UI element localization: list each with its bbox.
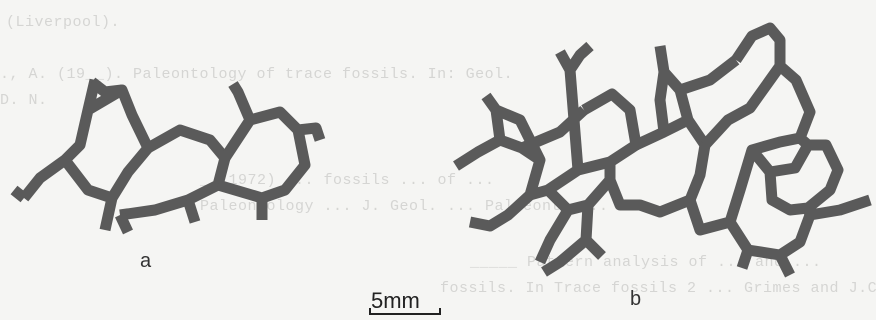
specimen-a-burrow-right-loop bbox=[216, 81, 326, 220]
specimen-a-burrow-left-loop bbox=[19, 78, 154, 232]
specimen-a-burrow-bottom bbox=[10, 185, 201, 235]
specimen-b-burrow-right-loops bbox=[684, 22, 844, 236]
scale-bar-label: 5mm bbox=[371, 288, 420, 313]
faded-text-line-3: D. N. bbox=[0, 92, 48, 109]
specimen-b-network bbox=[453, 22, 872, 278]
specimen-b-burrow-bottom bbox=[582, 194, 872, 278]
specimen-b-burrow-center-right bbox=[604, 45, 740, 218]
scale-bar bbox=[369, 308, 441, 315]
specimen-b-burrow-center bbox=[528, 41, 642, 277]
faded-text-line-7: fossils. In Trace fossils 2 ... Grimes a… bbox=[440, 280, 876, 297]
specimen-a-network bbox=[10, 77, 326, 235]
faded-text-line-4: __(1972) ... fossils ... of ... bbox=[200, 172, 495, 189]
specimen-a-burrow-center bbox=[88, 77, 231, 221]
label-a: a bbox=[140, 250, 152, 272]
label-b: b bbox=[630, 288, 642, 310]
faded-text-line-2: ., A. (19__). Paleontology of trace foss… bbox=[0, 66, 514, 83]
specimen-b-burrow-left bbox=[453, 92, 588, 232]
faded-text-line-5: Paleontology ... J. Geol. ... Palaeont. … bbox=[200, 198, 666, 215]
faded-text-line-1: (Liverpool). bbox=[6, 14, 121, 31]
